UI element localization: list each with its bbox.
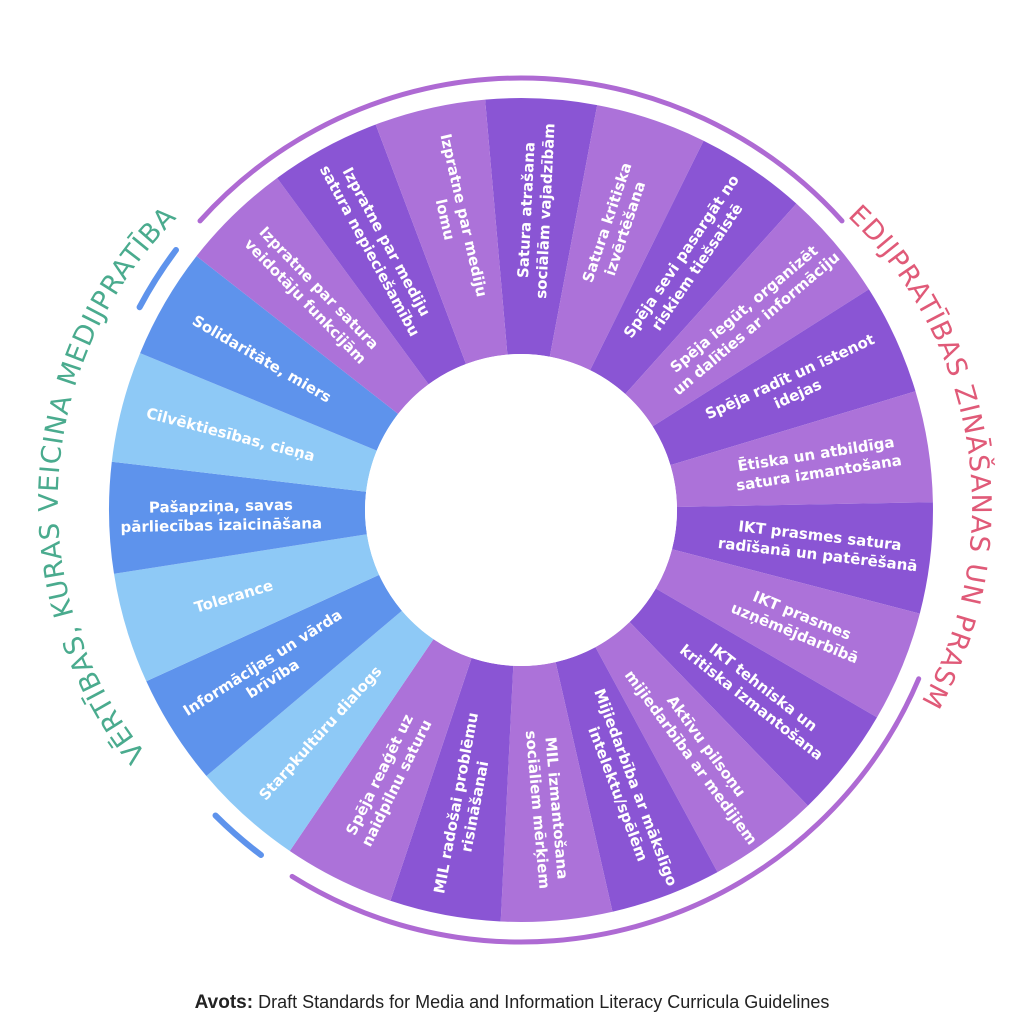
ring-bottom-right [289, 676, 922, 945]
ring-top-left-accent [136, 247, 179, 311]
outer-rings [136, 75, 922, 945]
source-label: Avots: [194, 992, 254, 1013]
segment-ikt-prasmes-satura [672, 502, 933, 614]
source-text: Draft Standards for Media and Informatio… [258, 992, 830, 1012]
segment-izpratne-mediju-lomu [375, 99, 508, 364]
segment-aktivu-pilsonu [595, 622, 808, 873]
segment-etiska-izmantosana [670, 391, 933, 507]
wheel-segments [108, 98, 933, 922]
segment-mijiedarbiba-intelektu [555, 647, 718, 912]
segment-pasapzina [108, 461, 367, 574]
segment-izpratne-mediju-satura [277, 124, 466, 385]
segment-starpkulturu-dialogs [206, 610, 434, 851]
label-line: Pašapziņa, savas [149, 496, 293, 517]
segment-solidaritate [140, 256, 399, 451]
segment-satura-kritiska-izvertesana [549, 105, 704, 371]
segment-ikt-tehniska [629, 588, 877, 806]
ring-bottom-left-accent [212, 812, 264, 858]
segment-cilvektiesibas [111, 353, 377, 492]
segment-satura-atrasana [485, 98, 598, 357]
source-caption: Avots: Draft Standards for Media and Inf… [0, 992, 1024, 1014]
segment-speja-iegut [625, 203, 869, 427]
segment-informacijas-brviba [146, 574, 402, 776]
segment-mil-izmantosana [500, 662, 613, 922]
center-hole [365, 354, 677, 666]
segment-speja-sevi-pasargat [590, 140, 797, 394]
segment-izpratne-satura-veidotaju [196, 178, 429, 414]
segment-mil-radosai [390, 658, 514, 922]
segment-speja-reaget [289, 639, 472, 901]
label-pasapzina: Pašapziņa, savaspārliecības izaicināšana [120, 495, 322, 536]
segment-tolerance [114, 534, 380, 682]
label-line: pārliecības izaicināšana [120, 514, 322, 536]
segment-speja-radit [652, 289, 916, 466]
segment-ikt-prasmes-uznemejdarbiba [655, 549, 920, 718]
ring-top [197, 75, 845, 224]
